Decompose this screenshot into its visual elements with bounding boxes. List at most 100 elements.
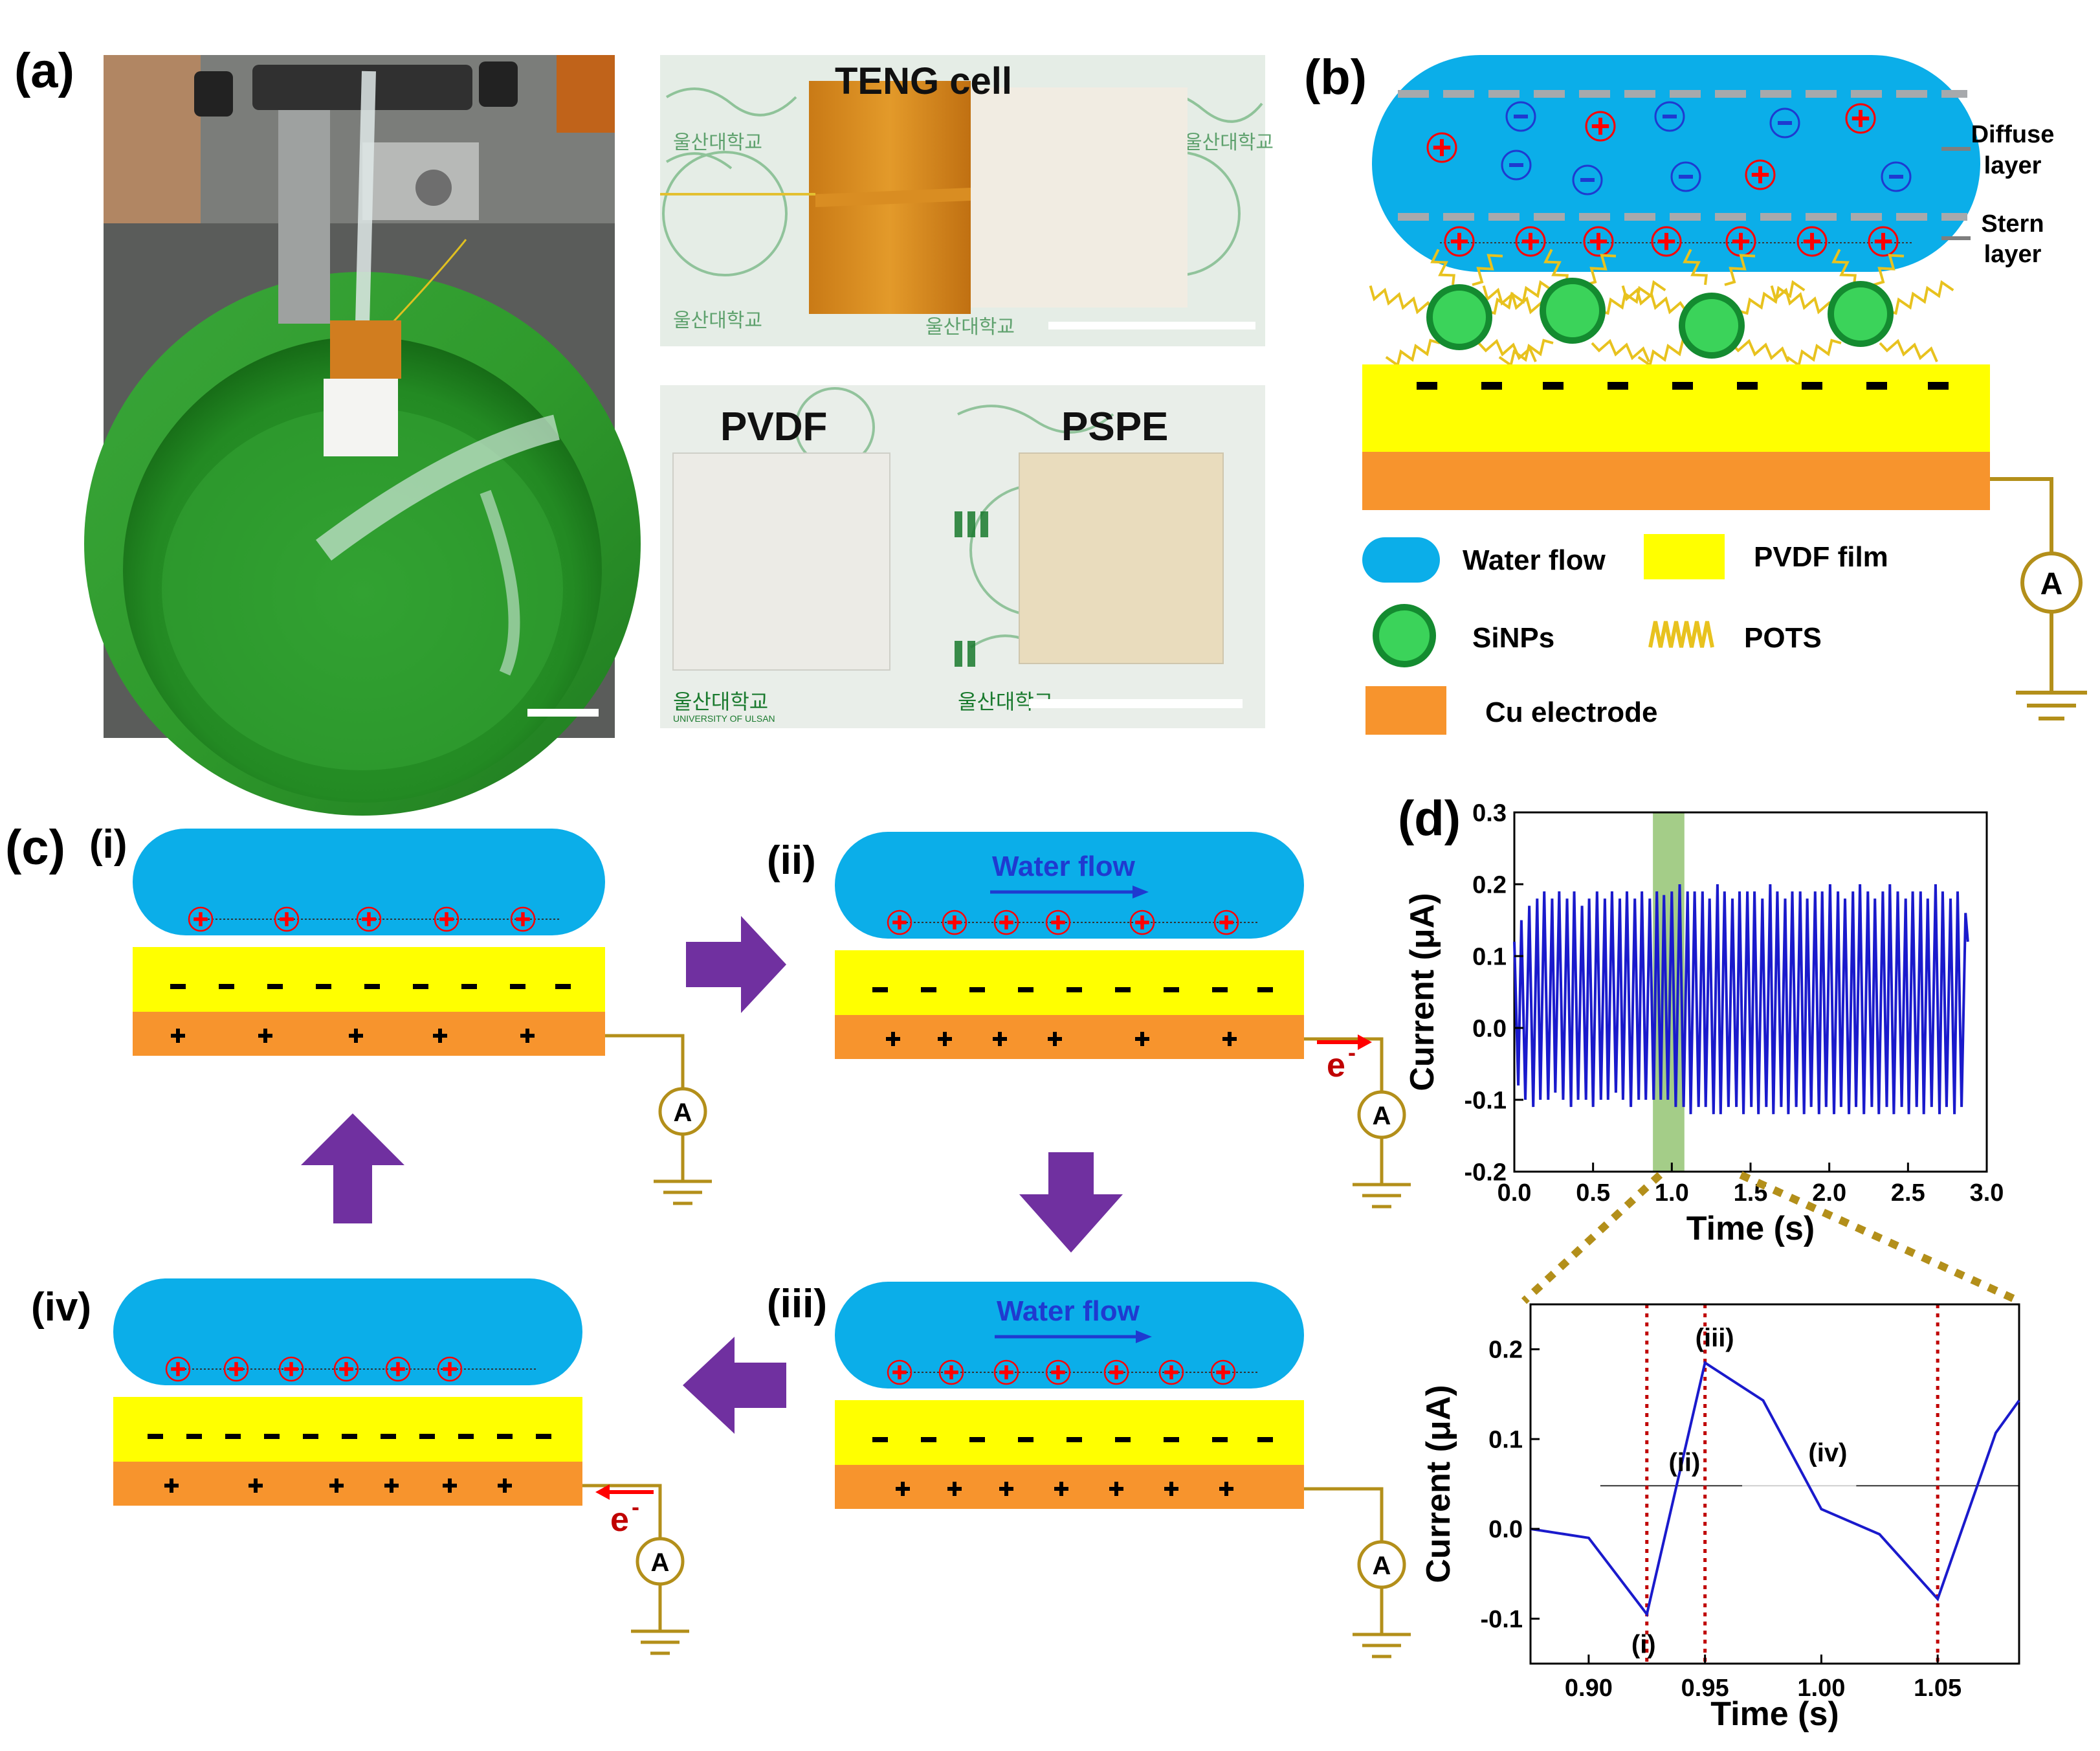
negative-charge	[381, 1434, 396, 1439]
step-iv-label: (iv)	[31, 1285, 91, 1330]
watermark-text: 울산대학교	[1184, 132, 1274, 153]
x-tick-label: 0.0	[1498, 1179, 1532, 1207]
y-tick-label: -0.1	[1481, 1606, 1523, 1633]
pots-chain	[1730, 339, 1789, 362]
negative-charge	[1417, 382, 1437, 390]
pots-chain	[1472, 254, 1503, 286]
chart-annotation: (i)	[1631, 1631, 1656, 1659]
positive-ion	[333, 1356, 359, 1382]
positive-ion	[1745, 159, 1776, 190]
x-tick-label: 0.90	[1565, 1675, 1613, 1702]
step-i-label: (i)	[89, 822, 127, 867]
negative-charge	[267, 984, 283, 989]
negative-ion	[1654, 101, 1685, 132]
negative-charge	[1608, 382, 1628, 390]
diffuse-layer-label: layer	[1984, 152, 2042, 179]
plot-frame	[1529, 1303, 2020, 1665]
x-tick-label: 1.05	[1914, 1675, 1962, 1702]
pvdf-film-layer	[1362, 364, 1990, 452]
y-tick-label: -0.1	[1464, 1087, 1507, 1114]
negative-ion	[1501, 150, 1532, 181]
teng-cell: A	[113, 1278, 689, 1655]
negative-charge	[303, 1434, 318, 1439]
negative-charge	[1115, 987, 1131, 992]
positive-ion	[278, 1356, 304, 1382]
cu-layer	[113, 1462, 582, 1506]
pots-chain	[1770, 285, 1836, 315]
negative-ion	[1505, 101, 1536, 132]
negative-charge	[1481, 382, 1502, 390]
water-droplet	[133, 829, 605, 935]
pots-chain	[1369, 285, 1435, 315]
watermark-text: 울산대학교	[673, 690, 768, 713]
pots-chain	[1430, 249, 1455, 285]
pots-chain	[1385, 339, 1441, 368]
photo-setup	[84, 55, 641, 816]
positive-ion	[942, 909, 967, 935]
step-iii-label: (iii)	[767, 1282, 827, 1326]
negative-ion	[1572, 164, 1603, 195]
positive-ion	[385, 1356, 411, 1382]
y-axis-label: Current (μA)	[1404, 893, 1441, 1091]
negative-charge	[1672, 382, 1693, 390]
legend-sinps: SiNPs	[1472, 622, 1554, 654]
chart-annotation: (ii)	[1668, 1449, 1700, 1477]
negative-charge	[1164, 987, 1179, 992]
negative-charge	[969, 987, 985, 992]
legend-pvdf-swatch	[1644, 534, 1725, 579]
negative-charge	[872, 987, 888, 992]
pots-chain	[1724, 254, 1756, 286]
sinp-particle	[1540, 278, 1606, 344]
electron-label: e	[1327, 1047, 1345, 1084]
negative-charge	[1018, 1437, 1033, 1442]
positive-ion	[1585, 111, 1616, 142]
y-tick-label: 0.0	[1488, 1516, 1523, 1543]
pots-chain	[1873, 254, 1905, 286]
negative-charge	[148, 1434, 163, 1439]
pots-chain	[1543, 249, 1569, 285]
negative-charge	[497, 1434, 513, 1439]
x-axis-label: Time (s)	[1686, 1210, 1815, 1247]
arrow-right	[686, 916, 786, 1013]
negative-charge	[921, 1437, 936, 1442]
legend-sinp-swatch	[1373, 604, 1436, 667]
electron-label-superscript: -	[1348, 1039, 1356, 1065]
positive-ion	[938, 1359, 964, 1385]
y-tick-label: -0.2	[1464, 1159, 1507, 1186]
electron-label: e	[610, 1501, 629, 1539]
water-flow-label: Water flow	[997, 1295, 1140, 1327]
photo-teng-cell: 울산대학교 울산대학교 울산대학교 울산대학교 TENG cell	[660, 55, 1274, 346]
sinp-particle	[1426, 284, 1492, 350]
arrow-up	[301, 1113, 404, 1223]
watermark-text: UNIVERSITY OF ULSAN	[673, 713, 775, 724]
positive-ion	[1583, 226, 1614, 257]
positive-ion	[1045, 909, 1071, 935]
electron-label-superscript: -	[632, 1493, 639, 1520]
y-tick-label: 0.3	[1472, 799, 1507, 827]
y-tick-label: 0.1	[1472, 943, 1507, 970]
negative-charge	[1115, 1437, 1131, 1442]
negative-charge	[264, 1434, 280, 1439]
positive-ion	[1129, 909, 1155, 935]
y-axis-label: Current (μA)	[1420, 1385, 1457, 1583]
pvdf-photo-label: PVDF	[720, 405, 827, 449]
positive-ion	[1210, 1359, 1236, 1385]
x-tick-label: 1.0	[1655, 1179, 1689, 1207]
ammeter-label: A	[1373, 1102, 1391, 1130]
x-tick-label: 0.95	[1681, 1675, 1729, 1702]
pots-chain	[1737, 280, 1806, 315]
negative-charge	[872, 1437, 888, 1442]
negative-charge	[510, 984, 525, 989]
ammeter-label: A	[651, 1548, 670, 1577]
negative-ion	[1881, 161, 1912, 192]
y-tick-label: 0.2	[1472, 871, 1507, 898]
y-tick-label: 0.2	[1488, 1337, 1523, 1364]
negative-charge	[1866, 382, 1887, 390]
positive-ion	[1444, 226, 1475, 257]
sinp-particle	[1679, 293, 1745, 359]
positive-ion	[1426, 132, 1457, 163]
ammeter-label: A	[674, 1099, 692, 1127]
